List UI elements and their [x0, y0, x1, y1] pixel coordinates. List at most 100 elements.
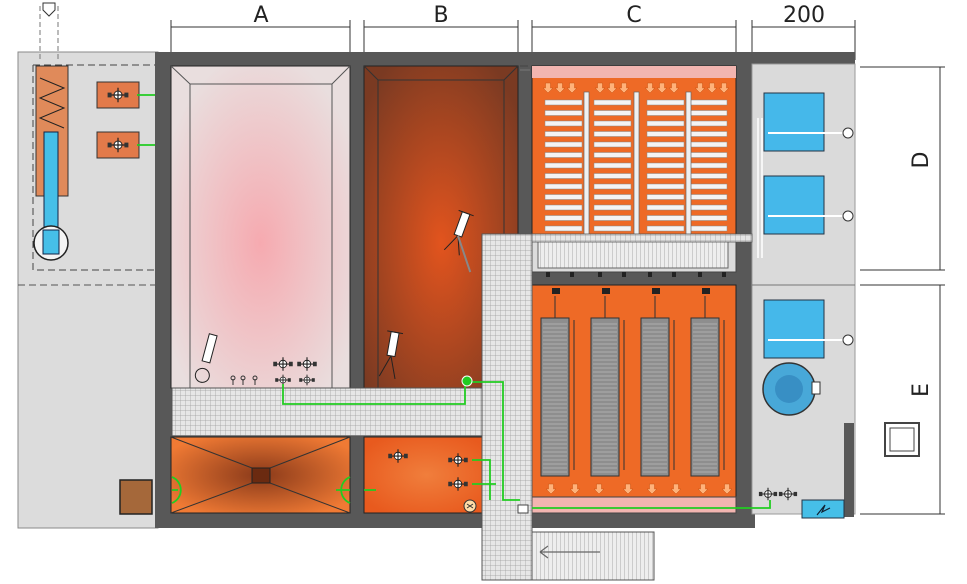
- plate: [689, 162, 728, 169]
- sludge-hopper: [170, 436, 351, 514]
- control-panel: [801, 499, 845, 519]
- grating-walkway: [171, 65, 753, 581]
- valve-icon: [702, 288, 710, 294]
- valve-icon: [171, 375, 473, 504]
- plate: [689, 225, 728, 232]
- outlet-nozzle: [672, 272, 676, 277]
- plate: [544, 162, 583, 169]
- riser-pipe: [654, 296, 675, 470]
- dim-label-b: B: [433, 3, 448, 28]
- header-pipe: [583, 91, 590, 241]
- plate: [689, 120, 728, 127]
- chemical-tank: [763, 92, 825, 152]
- plate: [593, 99, 632, 106]
- plate: [646, 110, 685, 116]
- plate: [689, 204, 728, 211]
- membrane-modules: [540, 288, 725, 477]
- membrane-module: [690, 317, 720, 477]
- plate: [593, 194, 632, 200]
- dimension-lines: [170, 20, 945, 515]
- chemical-tanks: [763, 92, 854, 359]
- mixer-icon: [194, 333, 218, 383]
- dim-label-a: A: [253, 3, 268, 28]
- plate: [544, 120, 583, 127]
- mixer-icon: [378, 330, 404, 380]
- plate: [544, 131, 583, 137]
- plate: [593, 110, 632, 116]
- valve-icon: [602, 288, 610, 294]
- chemical-tank: [763, 175, 825, 235]
- plate: [689, 110, 728, 116]
- outlet-nozzle: [570, 272, 574, 277]
- pump-icon: [842, 210, 854, 222]
- left-annex: [17, 2, 159, 529]
- plate: [593, 152, 632, 158]
- plate: [544, 110, 583, 116]
- plate: [646, 99, 685, 106]
- plate: [544, 225, 583, 232]
- air-piping: [172, 381, 771, 509]
- valve-icon: [652, 288, 660, 294]
- outlet-nozzle: [722, 272, 726, 277]
- plate: [689, 173, 728, 179]
- fan-icon: [463, 499, 477, 513]
- outlet-nozzle: [698, 272, 702, 277]
- plate: [593, 215, 632, 221]
- plate: [689, 131, 728, 137]
- plate: [646, 215, 685, 221]
- plate: [689, 183, 728, 190]
- header-pipe: [633, 91, 640, 241]
- plate: [544, 194, 583, 200]
- plate: [646, 225, 685, 232]
- outlet-nozzle: [648, 272, 652, 277]
- riser-pipe: [604, 296, 625, 470]
- outlet-nozzle: [598, 272, 602, 277]
- plate: [593, 204, 632, 211]
- inflow-arrows: [542, 82, 730, 277]
- plate: [646, 173, 685, 179]
- plate: [689, 194, 728, 200]
- plate: [646, 120, 685, 127]
- plate: [544, 215, 583, 221]
- plate: [646, 204, 685, 211]
- plate: [646, 183, 685, 190]
- plate: [689, 152, 728, 158]
- plate: [593, 120, 632, 127]
- membrane-manifold: [757, 118, 763, 258]
- riser-pipe: [554, 296, 575, 470]
- plate: [593, 162, 632, 169]
- chemical-tank: [763, 299, 825, 359]
- dim-label-200: 200: [783, 3, 825, 28]
- plate: [593, 131, 632, 137]
- outlet-nozzle: [546, 272, 550, 277]
- pump-icon: [842, 127, 854, 139]
- dim-label-c: C: [626, 3, 641, 28]
- plate: [593, 225, 632, 232]
- plate: [544, 99, 583, 106]
- plate: [593, 173, 632, 179]
- plate-modules: [544, 91, 728, 241]
- plate: [544, 141, 583, 148]
- dim-label-d: D: [909, 152, 934, 169]
- plate: [646, 141, 685, 148]
- plate: [593, 183, 632, 190]
- riser-pipe: [704, 296, 725, 470]
- header-pipe: [685, 91, 692, 241]
- pump-icon: [842, 334, 854, 346]
- blower-unit-1: [96, 81, 140, 109]
- plate: [689, 215, 728, 221]
- mixer-icon: [443, 209, 474, 273]
- plate: [689, 141, 728, 148]
- plate: [689, 99, 728, 106]
- outlet-nozzle: [622, 272, 626, 277]
- plate: [544, 173, 583, 179]
- plate: [646, 162, 685, 169]
- valve-icon: [552, 288, 560, 294]
- plate: [646, 194, 685, 200]
- blower-unit-2: [96, 131, 140, 159]
- diffuser-icon: [230, 375, 258, 385]
- tank-a: [170, 65, 351, 389]
- dim-label-e: E: [909, 383, 934, 397]
- plate: [544, 183, 583, 190]
